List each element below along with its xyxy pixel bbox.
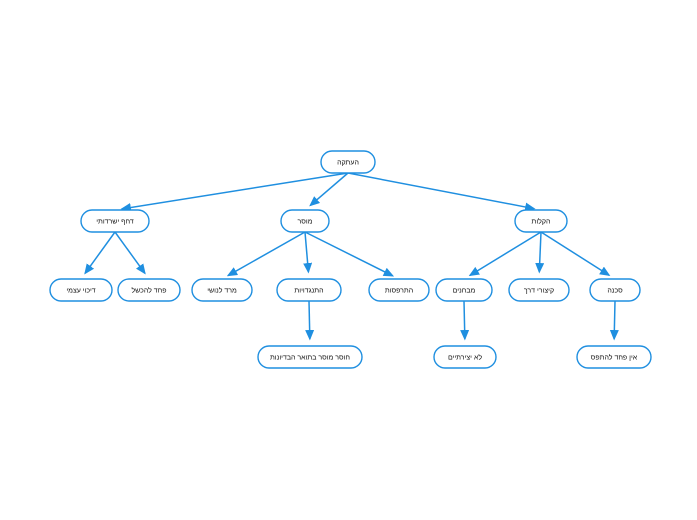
node-shape[interactable] [576, 345, 652, 369]
edges-layer [84, 172, 619, 341]
node-label: דחף ישרדותי [96, 218, 134, 225]
node-root[interactable]: העתקה [320, 150, 376, 174]
node-l2a1[interactable]: דיכוי עצמי [49, 278, 113, 302]
node-l2c2[interactable]: קיצורי דרך [508, 278, 570, 302]
node-shape[interactable] [49, 278, 113, 302]
node-shape[interactable] [320, 150, 376, 174]
node-label: העתקה [337, 159, 359, 166]
edge-l1a-to-l2a1 [84, 231, 116, 275]
node-l2c1[interactable]: מבחנים [435, 278, 493, 302]
node-l2a2[interactable]: פחד להכשל [117, 278, 181, 302]
edge-l1a-to-l2a2 [114, 231, 146, 275]
edge-l2c3-to-l3c3 [609, 300, 619, 341]
node-shape[interactable] [433, 345, 497, 369]
node-shape[interactable] [589, 278, 641, 302]
node-shape[interactable] [368, 278, 430, 302]
node-shape[interactable] [435, 278, 493, 302]
node-label: מבחנים [453, 287, 476, 294]
node-shape[interactable] [514, 209, 568, 233]
edge-l1c-to-l2c1 [468, 231, 542, 277]
node-l2b1[interactable]: מרד לנושי [191, 278, 253, 302]
node-shape[interactable] [257, 345, 363, 369]
node-l2b2[interactable]: התנגדויות [276, 278, 342, 302]
node-label: קיצורי דרך [524, 287, 554, 294]
edge-l2c1-to-l3c1 [460, 300, 470, 341]
node-l2c3[interactable]: סכנה [589, 278, 641, 302]
node-l1b[interactable]: מוסר [280, 209, 330, 233]
node-label: חוסר מוסר בתואר הבדיונות [270, 354, 350, 361]
node-shape[interactable] [280, 209, 330, 233]
edge-l1b-to-l2b3 [304, 231, 395, 277]
nodes-layer: העתקה דחף ישרדותי מוסר הקלות דיכוי עצמי פחד ל… [49, 150, 652, 369]
node-l1c[interactable]: הקלות [514, 209, 568, 233]
edge-l1c-to-l2c3 [540, 231, 611, 277]
node-label: דיכוי עצמי [66, 287, 95, 294]
edge-l2b2-to-l3b2 [305, 300, 315, 341]
node-label: הקלות [532, 217, 551, 225]
node-label: התרפסות [385, 287, 413, 294]
node-label: מוסר [298, 218, 313, 225]
node-l3c3[interactable]: אין פחד להתפס [576, 345, 652, 369]
edge-root-to-l1c [347, 172, 536, 212]
edge-root-to-l1a [120, 172, 349, 212]
edge-l1b-to-l2b2 [303, 231, 313, 274]
node-shape[interactable] [80, 209, 150, 233]
node-label: התנגדויות [294, 287, 323, 294]
node-label: סכנה [607, 287, 623, 294]
node-shape[interactable] [508, 278, 570, 302]
node-label: מרד לנושי [207, 286, 237, 294]
edge-l1c-to-l2c2 [535, 231, 545, 274]
node-label: אין פחד להתפס [591, 353, 638, 361]
node-shape[interactable] [191, 278, 253, 302]
node-label: לא יצירתיים [448, 353, 482, 361]
edge-root-to-l1b [309, 172, 349, 207]
node-l2b3[interactable]: התרפסות [368, 278, 430, 302]
node-l3b2[interactable]: חוסר מוסר בתואר הבדיונות [257, 345, 363, 369]
edge-l1b-to-l2b1 [226, 231, 306, 277]
node-l3c1[interactable]: לא יצירתיים [433, 345, 497, 369]
node-l1a[interactable]: דחף ישרדותי [80, 209, 150, 233]
node-shape[interactable] [117, 278, 181, 302]
node-label: פחד להכשל [131, 286, 166, 294]
node-shape[interactable] [276, 278, 342, 302]
